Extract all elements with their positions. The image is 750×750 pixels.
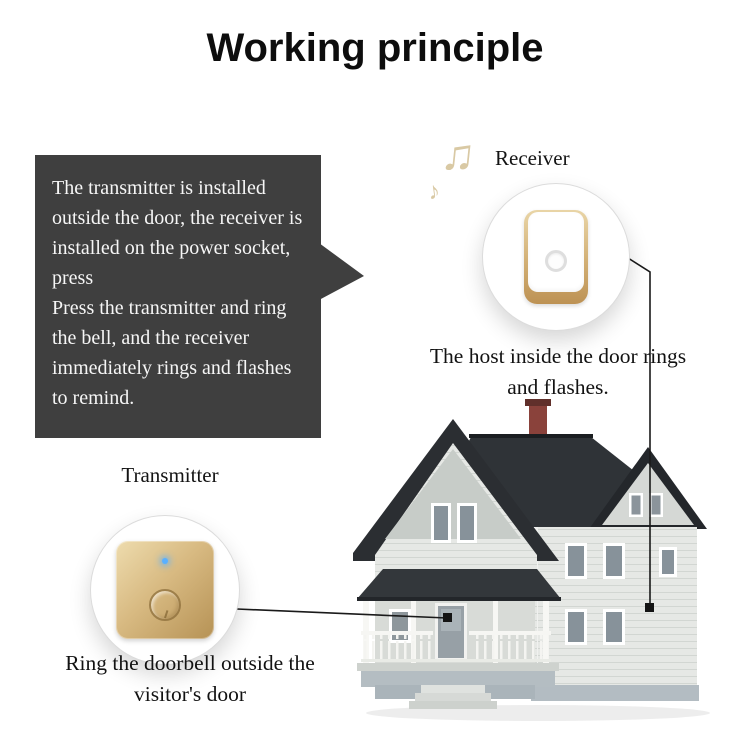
transmitter-caption: Ring the doorbell outside the visitor's … xyxy=(65,651,315,707)
description-text-line-1: The transmitter is installed outside the… xyxy=(52,177,303,289)
house-illustration xyxy=(353,399,710,721)
description-text-line-2: Press the transmitter and ring the bell,… xyxy=(52,297,292,409)
led-indicator xyxy=(162,558,168,564)
music-note-icon: ♫ xyxy=(438,127,479,182)
receiver-bell-button xyxy=(545,250,567,272)
music-note-small-icon: ♪ xyxy=(426,178,442,206)
receiver-device-face xyxy=(528,212,584,292)
transmitter-badge xyxy=(90,515,240,665)
receiver-device xyxy=(524,210,588,304)
house-porch xyxy=(357,569,561,709)
description-speech-bubble: The transmitter is installed outside the… xyxy=(35,155,321,438)
transmitter-label: Transmitter xyxy=(121,463,219,487)
house-front-door xyxy=(435,603,467,661)
receiver-badge xyxy=(482,183,630,331)
transmitter-device xyxy=(116,541,214,639)
receiver-label: Receiver xyxy=(495,146,570,170)
house-right-wall xyxy=(531,527,699,701)
receiver-caption: The host inside the door rings and flash… xyxy=(429,344,687,400)
bubble-pointer xyxy=(319,243,364,300)
page-title: Working principle xyxy=(206,26,544,70)
transmitter-button xyxy=(149,589,181,621)
